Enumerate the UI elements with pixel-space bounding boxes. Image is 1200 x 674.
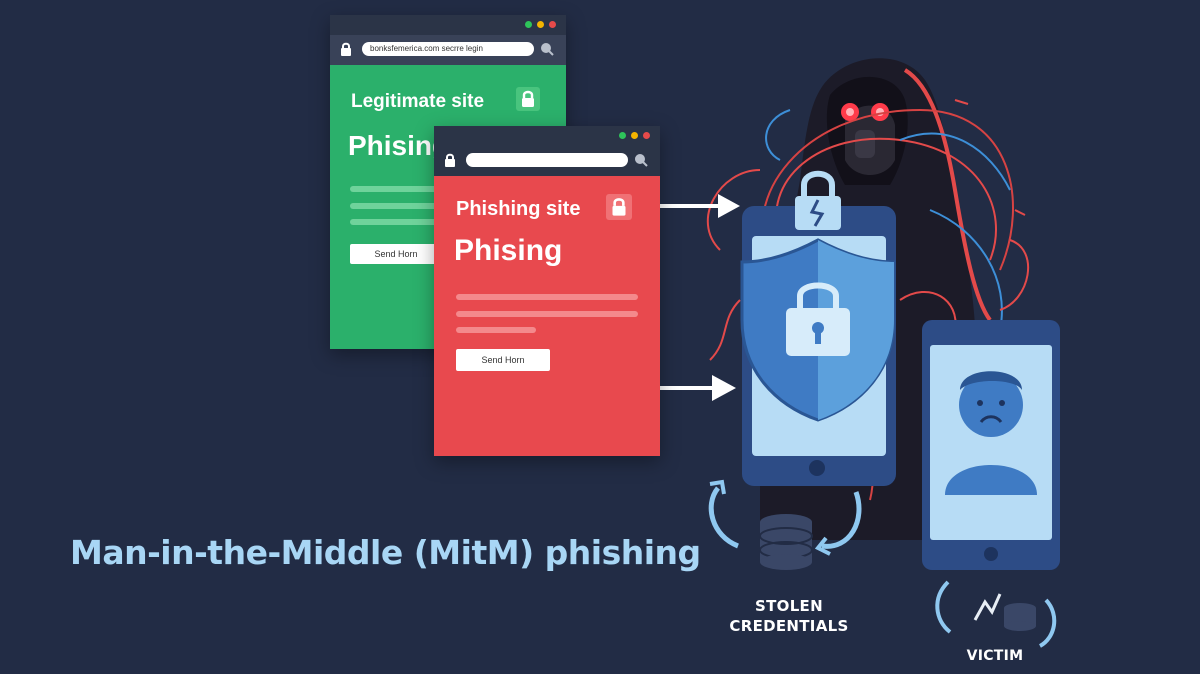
text-line [350, 219, 450, 225]
broken-padlock-icon [795, 170, 841, 230]
text-line [456, 327, 536, 333]
green-dot[interactable] [525, 21, 532, 28]
padlock-icon [612, 198, 626, 216]
send-button[interactable]: Send Horn [456, 349, 550, 371]
window-controls [619, 132, 650, 139]
padlock-icon [445, 153, 455, 167]
address-bar [434, 146, 660, 176]
headline: Man-in-the-Middle (MitM) phishing [70, 533, 701, 572]
text-line [456, 311, 638, 317]
lock-badge [606, 194, 632, 220]
text-line [350, 203, 450, 209]
green-dot[interactable] [619, 132, 626, 139]
phishing-browser-window: Phishing site Phising Send Horn [434, 126, 660, 456]
yellow-dot[interactable] [537, 21, 544, 28]
window-controls [525, 21, 556, 28]
padlock-icon [341, 42, 351, 56]
address-bar: bonksfemerica.com secrre legin [330, 35, 566, 65]
page-heading: Phising [348, 130, 450, 161]
page-heading: Phising [454, 234, 563, 267]
titlebar [434, 126, 660, 146]
stolen-label-line1: STOLEN [755, 597, 823, 615]
victim-label: VICTIM [966, 648, 1024, 664]
url-field[interactable]: bonksfemerica.com secrre legin [362, 42, 534, 56]
site-title: Legitimate site [351, 91, 485, 112]
lock-badge [516, 87, 540, 111]
text-line [350, 186, 450, 192]
red-dot[interactable] [643, 132, 650, 139]
yellow-dot[interactable] [631, 132, 638, 139]
url-field[interactable] [466, 153, 628, 167]
hacker-phone [740, 170, 896, 486]
send-button[interactable]: Send Horn [350, 244, 442, 264]
search-icon[interactable] [634, 153, 648, 167]
shield-lock-icon [740, 238, 896, 422]
victim-phone [922, 320, 1060, 570]
cycle-arrows-icon [708, 479, 862, 556]
padlock-icon [522, 90, 534, 107]
text-line [456, 294, 638, 300]
victim-cycle-icon [935, 580, 1057, 648]
sad-user-icon [945, 371, 1037, 495]
stolen-label-line2: CREDENTIALS [729, 617, 849, 635]
stolen-credentials-label: STOLEN CREDENTIALS [720, 596, 858, 636]
database-icon [759, 514, 813, 570]
titlebar [330, 15, 566, 35]
red-dot[interactable] [549, 21, 556, 28]
site-title: Phishing site [456, 198, 581, 220]
search-icon[interactable] [540, 42, 554, 56]
